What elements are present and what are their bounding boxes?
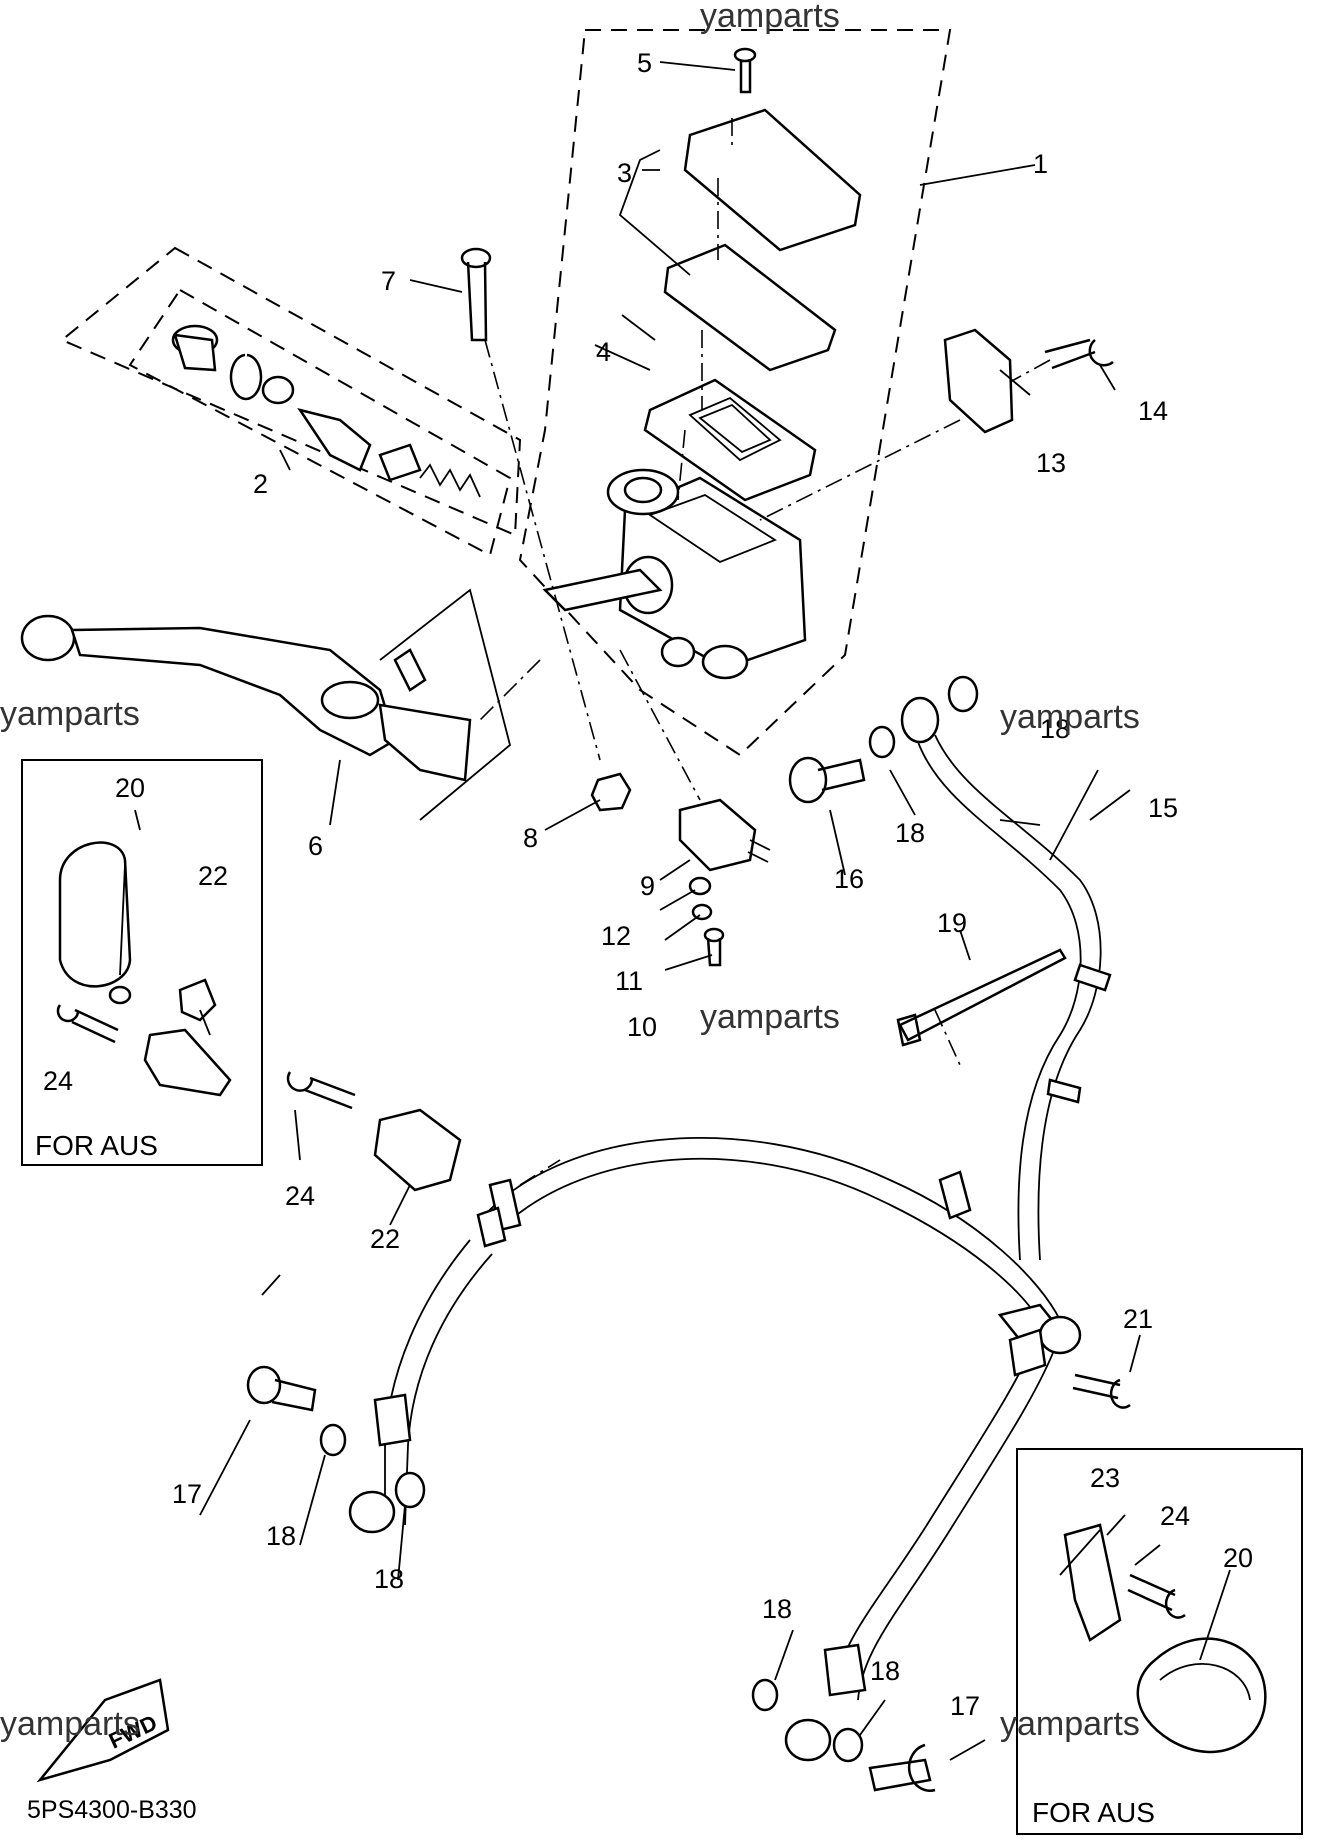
banjo-bolt-17-left [246,1365,317,1412]
callout-12: 12 [601,921,631,951]
callout-22-left: 22 [198,861,228,891]
callout-1: 1 [1033,149,1048,179]
watermark-bottom-left: yamparts [0,1705,140,1743]
washer-18-top-b [947,675,979,713]
callout-19: 19 [937,908,967,938]
watermark-right: yamparts [1000,698,1140,736]
callout-18-bottom-b: 18 [870,1656,900,1686]
bolt-24-mid-shape [286,1071,356,1110]
callout-9: 9 [640,871,655,901]
callout-8: 8 [523,823,538,853]
callout-22-mid: 22 [370,1224,400,1254]
for-aus-box-left: FOR AUS [21,759,263,1166]
callout-3: 3 [617,158,632,188]
callout-leader-lines [119,61,1231,1761]
washer-11-shape [691,903,713,921]
callout-24-mid: 24 [285,1181,315,1211]
for-aus-label-right: FOR AUS [1032,1797,1155,1828]
watermark-top: yamparts [700,0,840,35]
callout-20-left: 20 [115,773,145,803]
brake-lever-6 [20,614,472,782]
callout-24-right: 24 [1160,1501,1190,1531]
assembly-2-inner-dashed-outline [128,288,512,557]
banjo-bolt-16-shape [788,756,866,804]
callout-24-left: 24 [43,1066,73,1096]
callout-18-top-right: 18 [1040,714,1070,744]
lower-brake-hoses [348,1137,1082,1762]
holder-13-shape [943,328,1014,434]
watermarks: yamparts yamparts yamparts yamparts yamp… [0,0,1140,1743]
assembly-1-dashed-outline [518,29,952,757]
callout-2: 2 [253,469,268,499]
watermark-middle: yamparts [700,998,840,1036]
master-cylinder-body [542,468,807,680]
piston-kit-parts [171,324,481,498]
bolt-21-shape [1072,1373,1131,1409]
callout-20-right: 20 [1223,1543,1253,1573]
watermark-bottom-right: yamparts [1000,1705,1140,1743]
callout-11: 11 [615,966,643,996]
callout-17-bottom: 17 [950,1691,980,1721]
diagram-code: 5PS4300-B330 [27,1796,197,1824]
diaphragm-grooves [688,396,782,462]
callout-6: 6 [308,831,323,861]
washer-18-bottom-a [751,1678,779,1712]
callout-7: 7 [381,266,396,296]
callout-13: 13 [1036,448,1066,478]
callout-23: 23 [1090,1463,1120,1493]
diaphragm-4-shape [643,378,817,502]
callout-10: 10 [627,1012,657,1042]
screw-5-shape [733,47,757,94]
watermark-left: yamparts [0,695,140,733]
nut-8-shape [590,772,632,812]
washer-18-top-a [868,725,896,759]
banjo-bolt-17-bottom [868,1743,936,1792]
callout-5: 5 [637,48,652,78]
brake-hose-15 [900,696,1112,1261]
callout-18-left-a: 18 [266,1521,296,1551]
cable-tie-19-shape [896,948,1067,1047]
callout-18-top-mid: 18 [895,818,925,848]
callout-4: 4 [596,337,611,367]
cap-plate-shape [663,243,837,372]
washer-18-left-b [394,1471,426,1509]
washer-18-left-a [319,1423,347,1457]
cap-bracket-3 [618,149,691,276]
washer-18-bottom-b [832,1727,864,1763]
lever-dashed-bracket [379,588,512,821]
callout-16: 16 [834,864,864,894]
screw-10-shape [703,927,725,967]
bolt-7-shape [460,247,492,342]
callout-17-left: 17 [172,1479,202,1509]
reservoir-cap-assembly [618,47,862,502]
callout-18-bottom-a: 18 [762,1594,792,1624]
assembly-2-outer-dashed-outline [60,246,522,537]
cap-3-shape [683,108,862,252]
brake-switch-9 [678,798,771,872]
clamp-22-shape [373,1108,462,1192]
callout-numbers: 5 1 3 7 4 14 13 2 18 15 20 8 6 18 22 16 … [43,48,1253,1721]
for-aus-label-left: FOR AUS [35,1130,158,1161]
callout-14: 14 [1138,396,1168,426]
bolt-14-shape [1044,338,1114,370]
callout-21: 21 [1123,1304,1153,1334]
callout-15: 15 [1148,793,1178,823]
callout-18-left-b: 18 [374,1564,404,1594]
assembly-guide-lines [479,118,1051,1186]
